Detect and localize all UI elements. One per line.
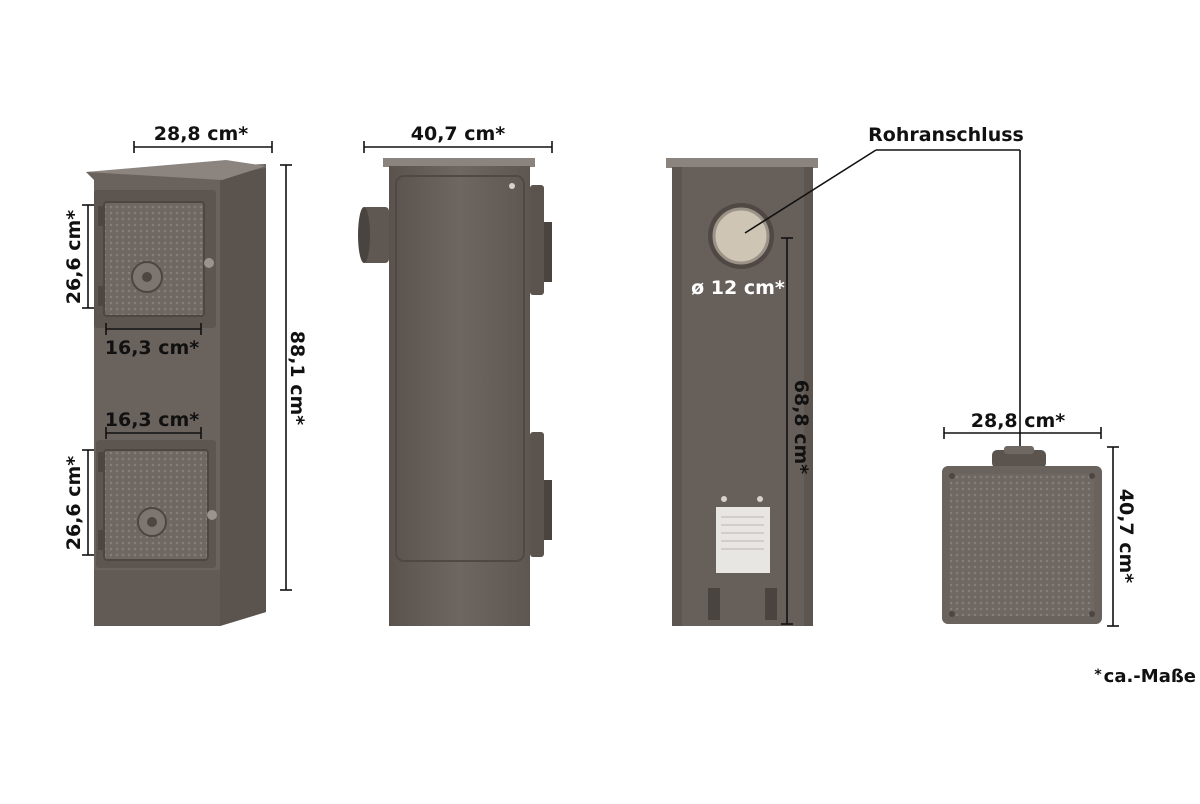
side-door-hinges: [530, 185, 552, 557]
footnote-text: ca.-Maße: [1103, 666, 1196, 687]
front-lower-door: [96, 440, 217, 568]
upper-door-height-label: 26,6 cm*: [63, 210, 85, 305]
back-type-plate: [716, 496, 770, 573]
lower-door-width-dimension: 16,3 cm*: [105, 409, 202, 439]
front-width-label: 28,8 cm*: [154, 123, 249, 145]
front-view: 28,8 cm* 88,1 cm* 26,6 cm* 16,3 cm*: [63, 123, 308, 626]
upper-door-width-label: 16,3 cm*: [105, 337, 200, 359]
side-flue-pipe: [358, 207, 389, 263]
front-width-dimension: 28,8 cm*: [133, 123, 273, 153]
pipe-callout-leader: [744, 149, 1021, 457]
side-depth-label: 40,7 cm*: [411, 123, 506, 145]
top-depth-label: 40,7 cm*: [1115, 489, 1137, 584]
side-depth-dimension: 40,7 cm*: [363, 123, 553, 153]
top-view: 28,8 cm* 40,7 cm*: [942, 410, 1137, 627]
top-pipe-stub: [992, 446, 1046, 468]
top-plate: [942, 466, 1102, 624]
lower-door-height-dimension: 26,6 cm*: [63, 449, 94, 556]
back-view: ø 12 cm* Rohranschluss 68,8 cm*: [666, 124, 1024, 626]
side-view: 40,7 cm*: [358, 123, 553, 626]
top-width-label: 28,8 cm*: [971, 410, 1066, 432]
upper-door-height-dimension: 26,6 cm*: [63, 204, 94, 309]
lower-door-height-label: 26,6 cm*: [63, 456, 85, 551]
pipe-diameter-label: ø 12 cm*: [691, 277, 785, 299]
back-feet-slots: [708, 588, 777, 620]
front-height-dimension: 88,1 cm*: [280, 164, 308, 591]
upper-door-width-dimension: 16,3 cm*: [105, 323, 202, 359]
front-upper-door: [94, 190, 216, 328]
front-height-label: 88,1 cm*: [286, 331, 308, 426]
footnote-star: *: [1094, 667, 1102, 683]
approx-dimensions-footnote: *ca.-Maße: [1080, 666, 1196, 687]
back-pipe-opening: [708, 203, 774, 269]
pipe-callout-label: Rohranschluss: [868, 124, 1024, 146]
top-depth-dimension: 40,7 cm*: [1107, 446, 1137, 627]
side-stove-body: [383, 158, 535, 626]
lower-door-width-label: 16,3 cm*: [105, 409, 200, 431]
pipe-height-label: 68,8 cm*: [790, 380, 812, 475]
pipe-height-dimension: 68,8 cm*: [781, 237, 812, 625]
top-width-dimension: 28,8 cm*: [943, 410, 1102, 439]
